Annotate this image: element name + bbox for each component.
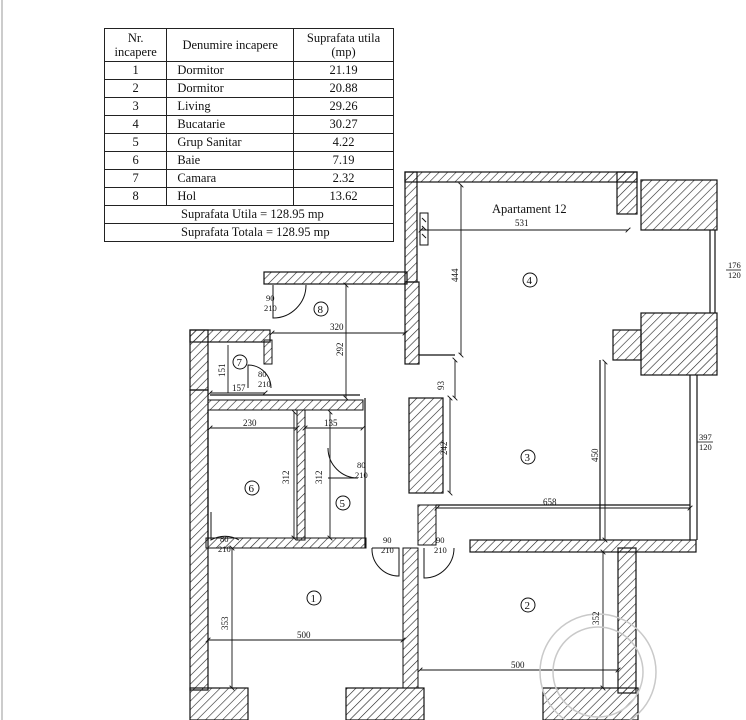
dim-353: 353 [220, 616, 230, 630]
door6-height: 210 [218, 544, 231, 554]
dim-352: 352 [591, 612, 601, 626]
dim-230: 230 [243, 418, 257, 428]
dim-151: 151 [217, 364, 227, 378]
plan-labels: Apartament 12 531 444 320 292 151 157 93… [217, 202, 741, 670]
room-marker-4: 4 [522, 272, 538, 288]
dimension-lines [208, 185, 690, 688]
room-marker-7: 7 [232, 354, 248, 370]
door8-width: 90 [266, 293, 275, 303]
room-marker-5: 5 [335, 495, 351, 511]
svg-text:2: 2 [525, 600, 531, 612]
stamp-seal [539, 613, 657, 720]
window176-width: 176 [728, 260, 741, 270]
dim-135: 135 [324, 418, 338, 428]
door2-height: 210 [434, 545, 447, 555]
svg-text:6: 6 [249, 483, 255, 495]
dim-320: 320 [330, 322, 344, 332]
door7-height: 210 [258, 379, 271, 389]
svg-text:3: 3 [525, 452, 531, 464]
dim-312-sanitar: 312 [314, 471, 324, 485]
room-area-table: Nr. incapere Denumire incapere Suprafata… [103, 28, 394, 242]
dim-531: 531 [515, 218, 529, 228]
dim-500-right: 500 [511, 660, 525, 670]
room-marker-3: 3 [520, 449, 536, 465]
door-swings [210, 284, 455, 579]
room-markers: 1 2 3 4 5 6 7 8 [232, 272, 538, 613]
room-area: 4.22 [293, 133, 394, 152]
door7-width: 80 [258, 369, 267, 379]
dim-312-baie: 312 [281, 471, 291, 485]
room-marker-1: 1 [306, 590, 322, 606]
door1-width: 90 [383, 535, 392, 545]
dim-93: 93 [436, 381, 446, 391]
total-total: Suprafata Totala = 128.95 mp [104, 223, 394, 242]
vent-symbol [419, 212, 429, 246]
room-marker-8: 8 [313, 301, 329, 317]
dim-292: 292 [335, 343, 345, 357]
svg-text:4: 4 [527, 275, 533, 287]
room-number: 5 [103, 133, 168, 152]
dim-157: 157 [232, 383, 246, 393]
total-total-row: Suprafata Totala = 128.95 mp [104, 223, 394, 242]
dim-450: 450 [590, 448, 600, 462]
door6-width: 80 [220, 534, 229, 544]
svg-text:1: 1 [311, 593, 317, 605]
window176-height: 120 [728, 270, 741, 280]
door5-height: 210 [355, 470, 368, 480]
door8-height: 210 [264, 303, 277, 313]
window397-height: 120 [699, 442, 712, 452]
dim-242: 242 [439, 442, 449, 456]
door2-width: 90 [436, 535, 445, 545]
total-util: Suprafata Utila = 128.95 mp [104, 205, 394, 224]
room-marker-2: 2 [520, 597, 536, 613]
room-number: 8 [103, 187, 168, 206]
exterior-walls [189, 171, 718, 720]
door1-height: 210 [381, 545, 394, 555]
apartment-title: Apartament 12 [492, 202, 567, 216]
room-name: Grup Sanitar [166, 133, 295, 152]
total-util-row: Suprafata Utila = 128.95 mp [104, 205, 394, 224]
thin-walls [207, 230, 716, 548]
door5-width: 80 [357, 460, 366, 470]
header-room-number: Nr. incapere [103, 28, 168, 62]
window397-width: 397 [699, 432, 712, 442]
interior-walls [205, 339, 437, 689]
svg-text:8: 8 [318, 304, 324, 316]
dim-658: 658 [543, 497, 557, 507]
room-marker-6: 6 [244, 480, 260, 496]
dim-500-left: 500 [297, 630, 311, 640]
svg-text:7: 7 [237, 357, 243, 369]
svg-text:5: 5 [340, 498, 346, 510]
dim-444: 444 [450, 268, 460, 282]
